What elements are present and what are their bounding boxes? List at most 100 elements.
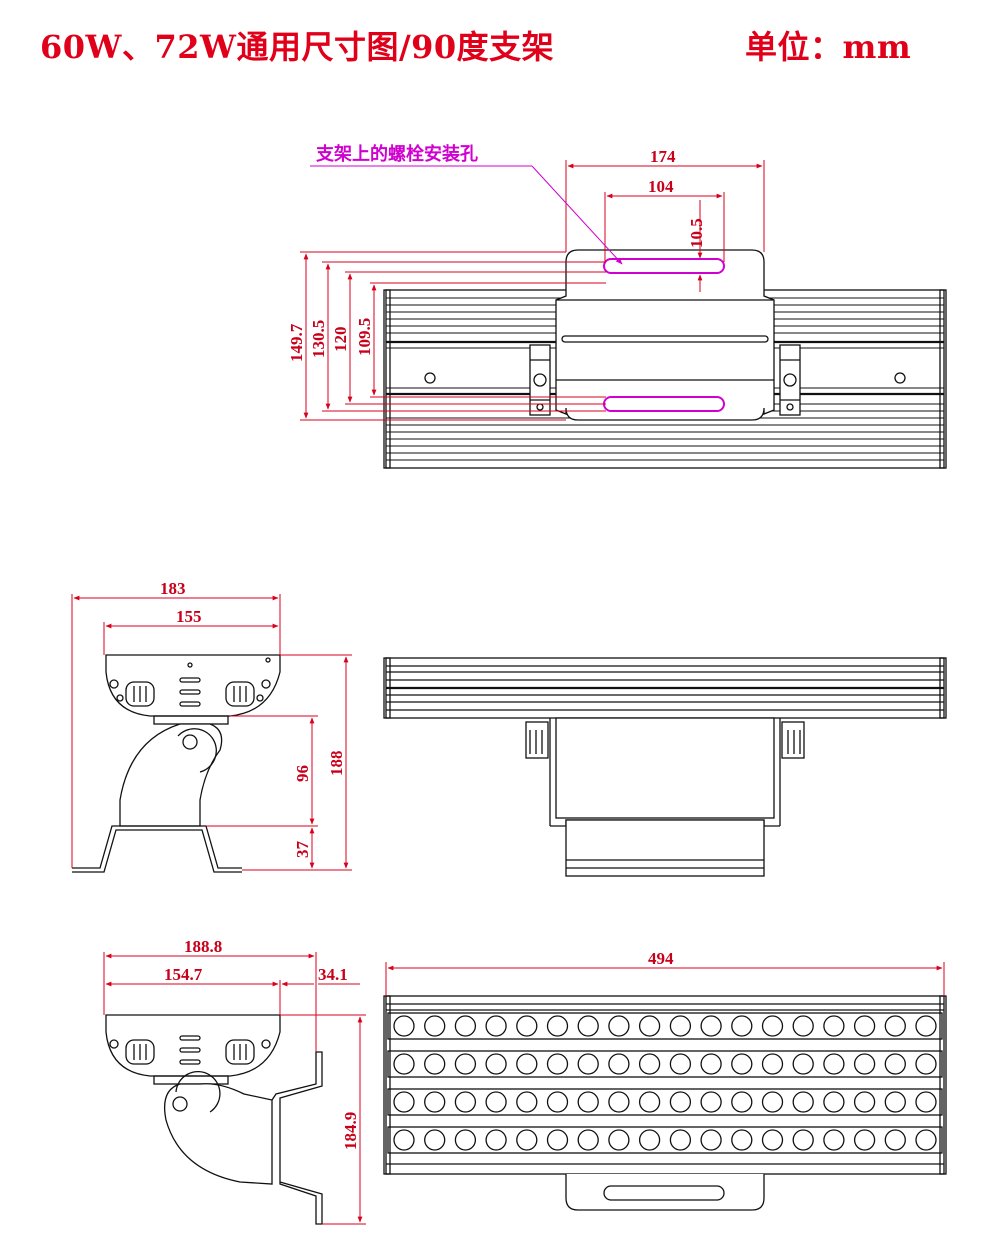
side-view-b-dimensions (103, 952, 366, 1225)
led-rows (387, 1012, 943, 1154)
led-lens (731, 1091, 753, 1113)
led-lens (485, 1129, 507, 1151)
led-lens (853, 1015, 876, 1037)
dim-154-7: 154.7 (164, 965, 203, 984)
led-lens (393, 1053, 415, 1075)
led-lens (577, 1053, 599, 1075)
led-lens (853, 1129, 876, 1151)
led-lens (700, 1129, 722, 1151)
led-lens (577, 1015, 599, 1037)
led-lens (546, 1091, 569, 1113)
led-lens (424, 1091, 446, 1113)
led-lens (608, 1053, 630, 1075)
led-lens (638, 1091, 661, 1113)
side-view-b (105, 1014, 323, 1225)
unit-label: 单位：mm (745, 28, 912, 66)
led-lens (454, 1015, 477, 1037)
led-lens (884, 1129, 906, 1151)
led-lens (761, 1015, 784, 1037)
led-lens (884, 1015, 906, 1037)
top-view-dim-labels: 174 104 10.5 149.7 130.5 120 109.5 (287, 147, 706, 362)
led-lens (638, 1129, 661, 1151)
led-lens (915, 1015, 937, 1037)
led-lens (761, 1053, 784, 1075)
led-lens (915, 1091, 937, 1113)
led-lens (669, 1091, 692, 1113)
led-lens (485, 1053, 507, 1075)
led-lens (669, 1053, 692, 1075)
led-lens (393, 1091, 415, 1113)
top-view-callout: 支架上的螺栓安装孔 (310, 143, 623, 265)
dim-109-5: 109.5 (355, 318, 374, 356)
dim-494: 494 (648, 949, 674, 968)
led-lens (393, 1129, 415, 1151)
led-lens (516, 1015, 538, 1037)
dim-188-8: 188.8 (184, 937, 222, 956)
led-lens (792, 1129, 814, 1151)
led-lens (823, 1015, 845, 1037)
led-lens (577, 1091, 599, 1113)
led-lens (915, 1129, 937, 1151)
dim-104: 104 (648, 177, 674, 196)
led-lens (731, 1053, 753, 1075)
led-band (387, 1126, 943, 1154)
led-lens (454, 1129, 477, 1151)
led-lens (792, 1091, 814, 1113)
front-view-dimensions (385, 962, 945, 996)
led-lens (853, 1091, 876, 1113)
led-lens (731, 1129, 753, 1151)
side-view-b-dim-labels: 188.8 154.7 34.1 184.9 (164, 937, 360, 1150)
led-band (387, 1050, 943, 1078)
led-lens (546, 1053, 569, 1075)
led-lens (792, 1015, 814, 1037)
side-view-a-dimensions (71, 594, 352, 871)
led-lens (700, 1015, 722, 1037)
page-title: 60W、72W通用尺寸图/90度支架 (40, 28, 555, 66)
led-lens (485, 1091, 507, 1113)
led-lens (485, 1015, 507, 1037)
led-lens (608, 1015, 630, 1037)
led-lens (608, 1129, 630, 1151)
led-lens (577, 1129, 599, 1151)
led-lens (638, 1015, 661, 1037)
bolt-hole-callout: 支架上的螺栓安装孔 (315, 143, 478, 165)
side-elevation (383, 657, 947, 877)
led-lens (516, 1053, 538, 1075)
led-lens (546, 1015, 569, 1037)
led-lens (884, 1091, 906, 1113)
led-lens (823, 1053, 845, 1075)
dim-130-5: 130.5 (309, 320, 328, 358)
led-lens (516, 1091, 538, 1113)
led-band (387, 1012, 943, 1040)
led-lens (454, 1091, 477, 1113)
dim-34-1: 34.1 (318, 965, 348, 984)
top-view (383, 249, 947, 469)
led-lens (669, 1015, 692, 1037)
dim-10-5: 10.5 (687, 218, 706, 248)
side-view-a (72, 654, 281, 873)
front-view (383, 995, 947, 1211)
dim-183: 183 (160, 579, 186, 598)
led-lens (638, 1053, 661, 1075)
led-lens (884, 1053, 906, 1075)
dim-155: 155 (176, 607, 202, 626)
dim-174: 174 (650, 147, 676, 166)
led-lens (761, 1091, 784, 1113)
led-band (387, 1088, 943, 1116)
led-lens (424, 1053, 446, 1075)
led-lens (731, 1015, 753, 1037)
dim-184-9: 184.9 (341, 1112, 360, 1150)
led-lens (669, 1129, 692, 1151)
led-lens (853, 1053, 876, 1075)
led-lens (546, 1129, 569, 1151)
led-lens (424, 1129, 446, 1151)
top-view-dimensions (300, 160, 765, 421)
led-lens (700, 1091, 722, 1113)
led-lens (915, 1053, 937, 1075)
led-lens (516, 1129, 538, 1151)
led-lens (424, 1015, 446, 1037)
led-lens (761, 1129, 784, 1151)
led-lens (393, 1015, 415, 1037)
